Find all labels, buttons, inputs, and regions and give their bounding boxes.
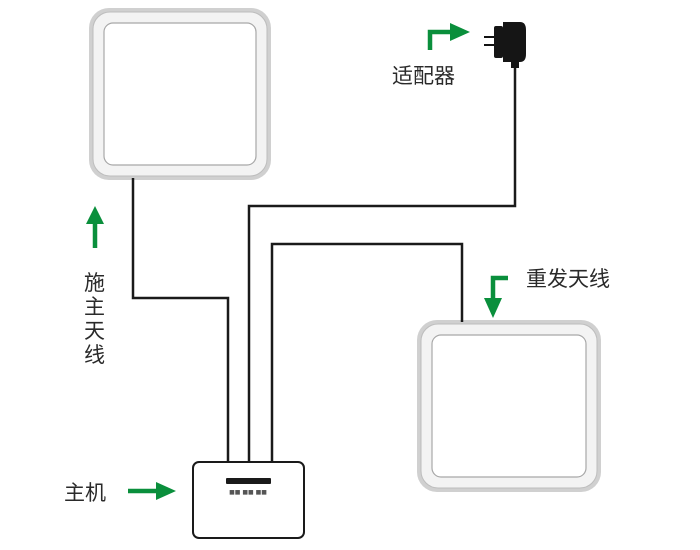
host-arrow-icon — [128, 482, 176, 500]
cables — [131, 66, 517, 463]
rx-antenna-cable — [270, 242, 464, 463]
adapter-label: 适配器 — [392, 64, 455, 88]
host-unit: ■■ ■■ ■■ — [192, 461, 305, 539]
host-panel-text: ■■ ■■ ■■ — [229, 489, 267, 496]
adapter-cable — [247, 66, 517, 463]
rx-antenna-arrow-icon — [484, 275, 508, 318]
tx-antenna-label-char-2: 主 — [84, 295, 105, 319]
tx-antenna-label-char-3: 天 — [84, 319, 105, 343]
tx-antenna-label-char-4: 线 — [84, 343, 105, 367]
rx-antenna-panel — [417, 320, 601, 492]
host-label: 主机 — [64, 481, 106, 505]
tx-antenna-arrow-icon — [86, 206, 104, 248]
tx-antenna-cable — [131, 178, 230, 463]
tx-antenna-panel — [89, 8, 271, 180]
rx-antenna-label: 重发天线 — [526, 267, 610, 291]
adapter-arrow-icon — [427, 23, 470, 50]
tx-antenna-label-char-1: 施 — [84, 271, 105, 295]
power-adapter-icon — [484, 22, 526, 68]
